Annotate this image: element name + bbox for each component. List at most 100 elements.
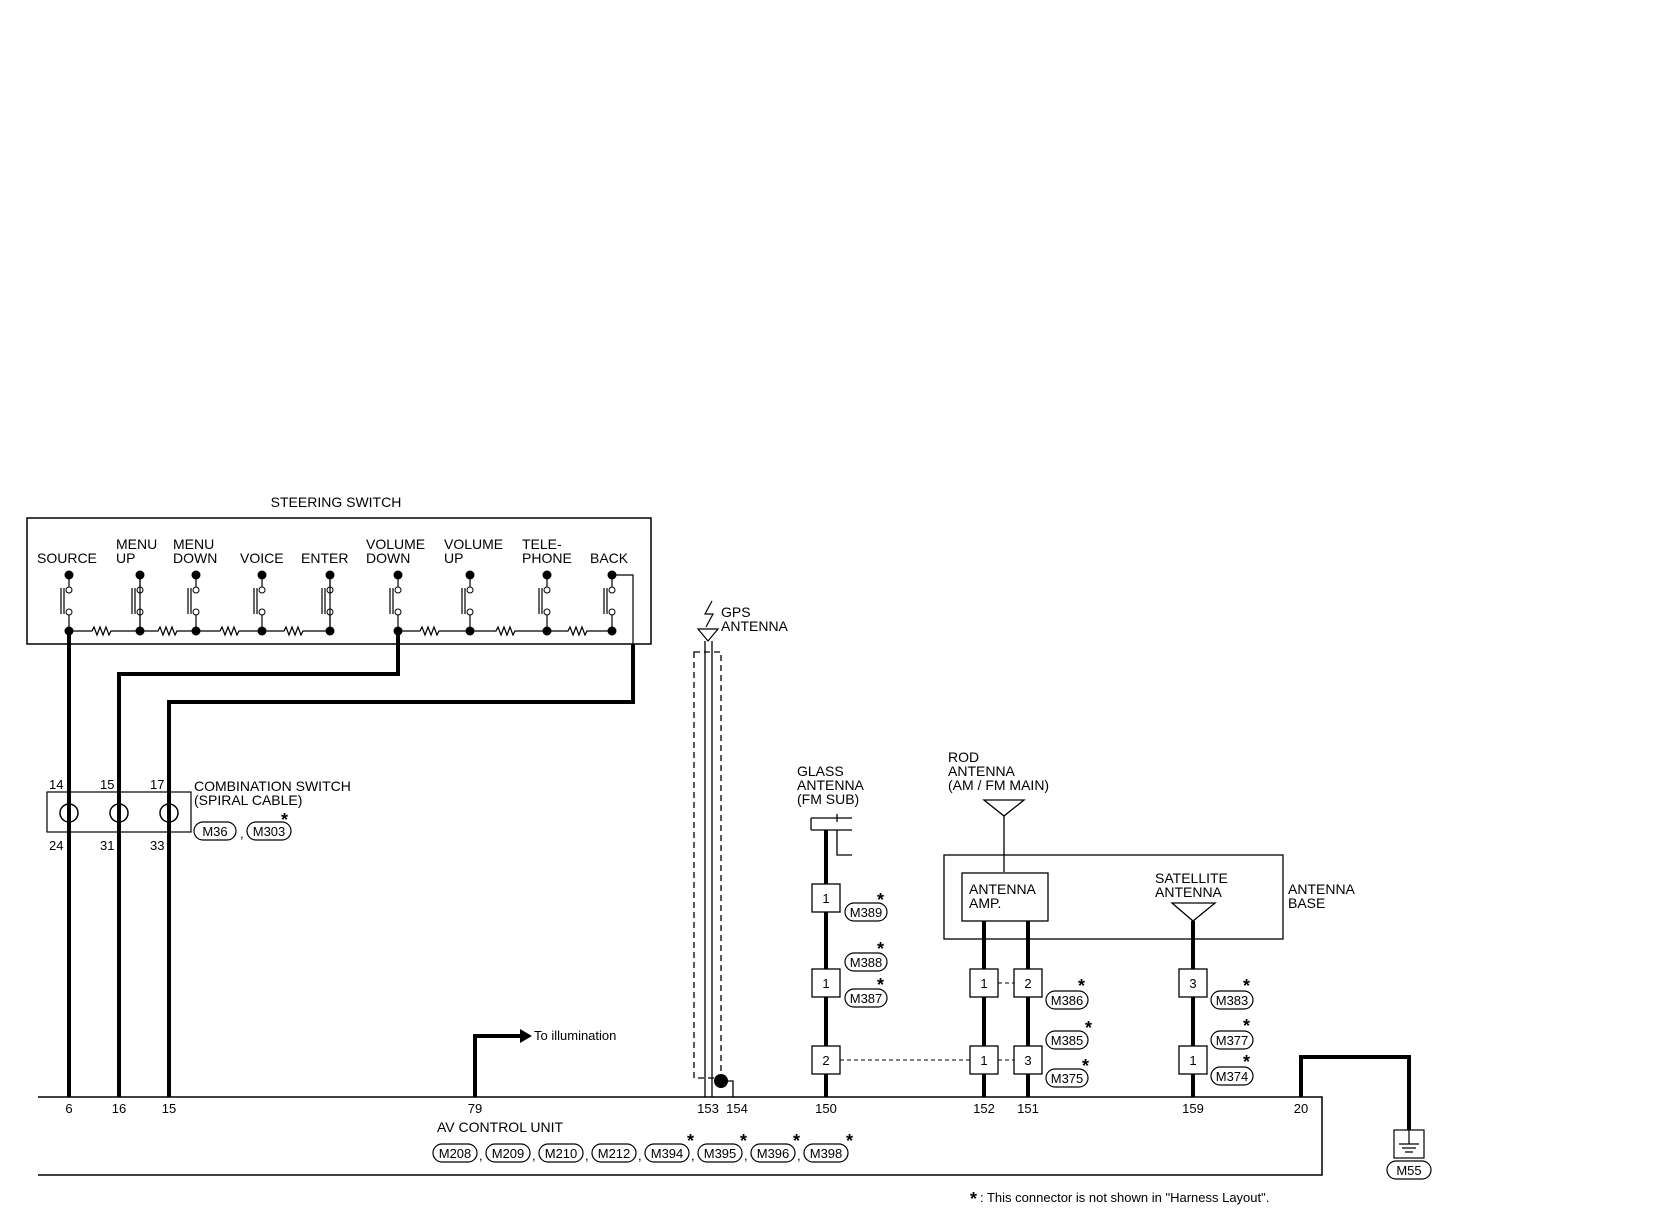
antenna-base-label-1: ANTENNA: [1288, 881, 1356, 897]
sat-connector-1-pin: 3: [1189, 976, 1196, 991]
av-connector-m396: M396: [757, 1146, 790, 1161]
av-connector-oval-m208: [432, 1143, 478, 1163]
av-pin-153: 153: [697, 1101, 719, 1116]
gps-antenna-icon: [696, 628, 720, 642]
rod-antenna-label-2: ANTENNA: [948, 763, 1016, 779]
gps-label-1: GPS: [721, 604, 751, 620]
connector-m389: M389: [850, 905, 883, 920]
combination-switch-label-2: (SPIRAL CABLE): [194, 792, 302, 808]
av-separator-4: ,: [638, 1148, 642, 1163]
sat-connector-2: [1178, 1045, 1208, 1075]
glass-connector-2: [811, 968, 841, 998]
connector-m377: M377: [1216, 1033, 1249, 1048]
av-connector-m212: M212: [598, 1146, 631, 1161]
rod-antenna-label-3: (AM / FM MAIN): [948, 777, 1049, 793]
av-separator-2: ,: [532, 1148, 536, 1163]
switch-contacts: [60, 570, 617, 636]
av-pin-15: 15: [162, 1101, 176, 1116]
harness-wires: [67, 631, 635, 1097]
av-connector-m395: M395: [704, 1146, 737, 1161]
switch-contact-8: [538, 570, 552, 636]
combination-switch-label-1: COMBINATION SWITCH: [194, 778, 351, 794]
av-separator-5: ,: [691, 1148, 695, 1163]
glass-connector-2-pin: 1: [822, 976, 829, 991]
satellite-antenna-label-1: SATELLITE: [1155, 870, 1228, 886]
av-control-unit-title: AV CONTROL UNIT: [437, 1119, 563, 1135]
rod-antenna-icon: [982, 799, 1026, 872]
antenna-amp-label-1: ANTENNA: [969, 881, 1037, 897]
illumination-arrow-icon: [520, 1029, 532, 1043]
sat-connector-2-pin: 1: [1189, 1053, 1196, 1068]
av-star-m398: *: [846, 1131, 853, 1151]
resistor-ladder-right: [398, 625, 612, 637]
av-connector-oval-m395: [697, 1143, 743, 1163]
ground-branch: M55: [1299, 1055, 1432, 1180]
connector-m303-oval: [246, 821, 292, 841]
star-m387: *: [877, 975, 884, 995]
satellite-antenna-label-2: ANTENNA: [1155, 884, 1223, 900]
glass-connector-1-pin: 1: [822, 891, 829, 906]
button-label-telephone-2: PHONE: [522, 550, 572, 566]
av-connector-m398: M398: [810, 1146, 843, 1161]
resistor-ladder-left: [69, 625, 330, 637]
av-connector-list: M208,M209,M210,M212,M394*,M395*,M396*,M3…: [432, 1131, 853, 1163]
amp-row1-connector-a: [969, 968, 999, 998]
av-connector-m208: M208: [439, 1146, 472, 1161]
av-star-m396: *: [793, 1131, 800, 1151]
star-m374: *: [1243, 1052, 1250, 1072]
amp-row2-pin-b: 3: [1024, 1053, 1031, 1068]
button-label-source: SOURCE: [37, 550, 97, 566]
amp-row1-pin-a: 1: [980, 976, 987, 991]
button-label-menu-up-2: UP: [116, 550, 135, 566]
glass-antenna-label-2: ANTENNA: [797, 777, 865, 793]
combination-switch: 14 15 17 24 31 33 COMBINATION SWITCH (SP…: [46, 777, 351, 853]
av-separator-6: ,: [744, 1148, 748, 1163]
connector-m55: M55: [1396, 1163, 1421, 1178]
illumination-branch: To illumination: [473, 1028, 616, 1097]
button-label-telephone-1: TELE-: [522, 536, 562, 552]
switch-contact-3: [187, 570, 201, 636]
comb-separator: ,: [240, 826, 244, 841]
combination-switch-box: [46, 791, 192, 833]
button-label-menu-down-1: MENU: [173, 536, 214, 552]
star-m383: *: [1243, 976, 1250, 996]
av-star-m395: *: [740, 1131, 747, 1151]
steering-switch-title: STEERING SWITCH: [271, 494, 402, 510]
steering-switch: STEERING SWITCH SOURCE MENU UP MENU DOWN…: [26, 494, 652, 645]
amp-row1-pin-b: 2: [1024, 976, 1031, 991]
switch-contact-7: [461, 570, 475, 636]
av-connector-oval-m394: [644, 1143, 690, 1163]
button-label-enter: ENTER: [301, 550, 348, 566]
button-label-volume-up-1: VOLUME: [444, 536, 503, 552]
antenna-base-label-2: BASE: [1288, 895, 1325, 911]
switch-contact-6: [389, 570, 403, 636]
av-pin-20: 20: [1294, 1101, 1308, 1116]
av-separator-7: ,: [797, 1148, 801, 1163]
av-connector-oval-m398: [803, 1143, 849, 1163]
antenna-base-group: ROD ANTENNA (AM / FM MAIN) ANTENNA BASE …: [943, 749, 1356, 1097]
ground-icon: [1399, 1130, 1419, 1153]
gps-shield: [693, 651, 722, 1079]
av-star-m394: *: [687, 1131, 694, 1151]
button-label-volume-down-2: DOWN: [366, 550, 410, 566]
av-pin-154: 154: [726, 1101, 748, 1116]
star-m375: *: [1082, 1056, 1089, 1076]
glass-antenna-label-1: GLASS: [797, 763, 844, 779]
button-label-menu-up-1: MENU: [116, 536, 157, 552]
av-control-unit: 6 16 15 79 153 154 150 152 151 159 20 AV…: [38, 1096, 1323, 1176]
comb-pin-31: 31: [100, 838, 114, 853]
connector-m383: M383: [1216, 993, 1249, 1008]
av-connector-m394: M394: [651, 1146, 684, 1161]
star-m386: *: [1078, 976, 1085, 996]
glass-antenna-icon: [810, 814, 852, 856]
comb-pin-15: 15: [100, 777, 114, 792]
glass-antenna-label-3: (FM SUB): [797, 791, 859, 807]
button-label-volume-down-1: VOLUME: [366, 536, 425, 552]
connector-m303: M303: [253, 824, 286, 839]
antenna-base-box: [943, 854, 1284, 940]
av-connector-m210: M210: [545, 1146, 578, 1161]
av-connector-oval-m210: [538, 1143, 584, 1163]
av-connector-oval-m209: [485, 1143, 531, 1163]
av-connector-oval-m212: [591, 1143, 637, 1163]
footnote-text: : This connector is not shown in "Harnes…: [980, 1190, 1269, 1205]
